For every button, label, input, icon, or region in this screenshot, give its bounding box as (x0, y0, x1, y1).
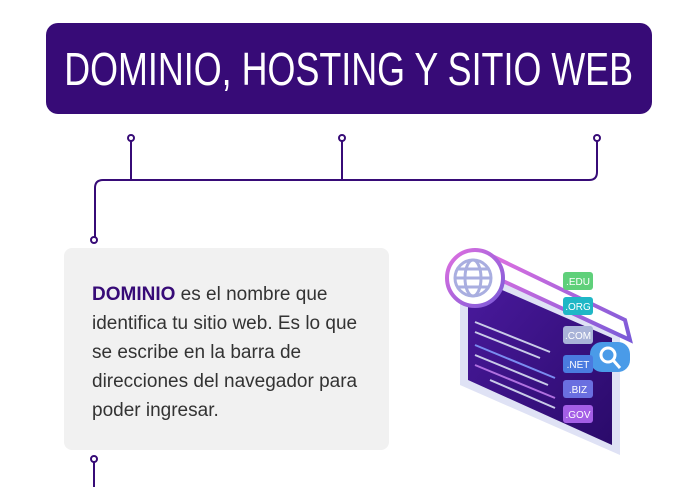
node-dot (593, 134, 601, 142)
text-lines (474, 321, 556, 409)
tld-gov: .GOV (565, 410, 590, 421)
tld-tags: .EDU .ORG .COM .NET .BIZ .GOV (563, 272, 593, 423)
globe-icon (445, 248, 505, 308)
tld-net: .NET (567, 360, 590, 371)
domain-illustration: .EDU .ORG .COM .NET .BIZ .GOV (445, 248, 633, 455)
tld-com: .COM (565, 331, 591, 342)
domain-text: es el nombre que identifica tu sitio web… (92, 284, 358, 421)
node-dot (90, 455, 98, 463)
domain-card: DOMINIO es el nombre que identifica tu s… (64, 248, 389, 450)
node-dot (338, 134, 346, 142)
tld-org: .ORG (565, 302, 591, 313)
tld-biz: .BIZ (569, 385, 587, 396)
domain-term: DOMINIO (92, 284, 176, 305)
tld-edu: .EDU (566, 277, 590, 288)
title-banner: DOMINIO, HOSTING Y SITIO WEB (46, 23, 652, 114)
connector-main (94, 141, 598, 237)
domain-description: DOMINIO es el nombre que identifica tu s… (92, 280, 382, 425)
page-title: DOMINIO, HOSTING Y SITIO WEB (64, 42, 634, 95)
browser-screen (468, 275, 612, 445)
search-icon (590, 342, 630, 372)
node-dot (127, 134, 135, 142)
node-dot (90, 236, 98, 244)
